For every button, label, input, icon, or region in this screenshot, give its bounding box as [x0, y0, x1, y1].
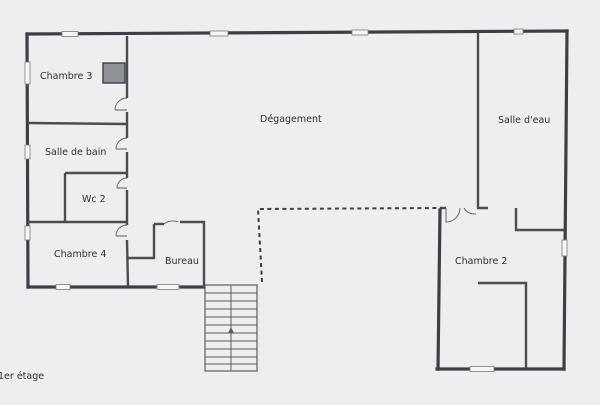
- door-salle-de-bain: [115, 137, 128, 150]
- window-right-1: [561, 239, 568, 257]
- window-top-2: [209, 30, 229, 37]
- label-bureau: Bureau: [165, 256, 199, 267]
- label-degagement: Dégagement: [260, 114, 322, 125]
- partition-bureau-right: [180, 220, 206, 285]
- partition-salle-deau-left: [476, 33, 488, 210]
- window-bottom-right: [469, 366, 495, 372]
- door-chambre4: [115, 224, 128, 237]
- window-bottom-left-1: [55, 284, 71, 290]
- label-chambre2: Chambre 2: [455, 256, 507, 267]
- window-bottom-left-2: [156, 284, 180, 290]
- label-wc2: Wc 2: [82, 194, 106, 205]
- wall-top: [25, 29, 569, 36]
- window-top-1: [61, 31, 79, 37]
- partition-ch2-closet: [478, 281, 528, 368]
- door-chambre3: [114, 97, 128, 111]
- wall-chambre2-left: [436, 208, 442, 371]
- door-salle-deau: [463, 207, 477, 215]
- door-bureau: [163, 220, 179, 225]
- window-left-1: [24, 61, 31, 85]
- interior-walls: [27, 33, 564, 368]
- landing-dashed-boundary: [256, 207, 443, 283]
- wall-right: [562, 29, 569, 371]
- windows: [24, 28, 568, 372]
- label-chambre4: Chambre 4: [54, 249, 106, 260]
- partition-left-v5: [125, 239, 130, 287]
- duct-block: [102, 62, 126, 84]
- partition-bureau-left: [128, 224, 156, 260]
- staircase: [204, 284, 258, 372]
- window-top-4: [513, 28, 524, 35]
- window-top-3: [351, 29, 369, 36]
- partition-ch3-sdb: [27, 121, 128, 126]
- floor-caption: 1er étage: [0, 371, 44, 382]
- door-wc2: [116, 177, 128, 189]
- partition-salle-deau-bottom: [514, 208, 564, 232]
- stair-direction-arrow-icon: [228, 327, 234, 333]
- label-salle-deau: Salle d'eau: [498, 115, 550, 126]
- door-chambre2: [445, 207, 461, 223]
- label-salle-de-bain: Salle de bain: [45, 147, 106, 158]
- doors: [114, 97, 477, 237]
- label-chambre3: Chambre 3: [40, 71, 92, 82]
- window-left-2: [24, 144, 31, 160]
- window-left-3: [24, 225, 31, 241]
